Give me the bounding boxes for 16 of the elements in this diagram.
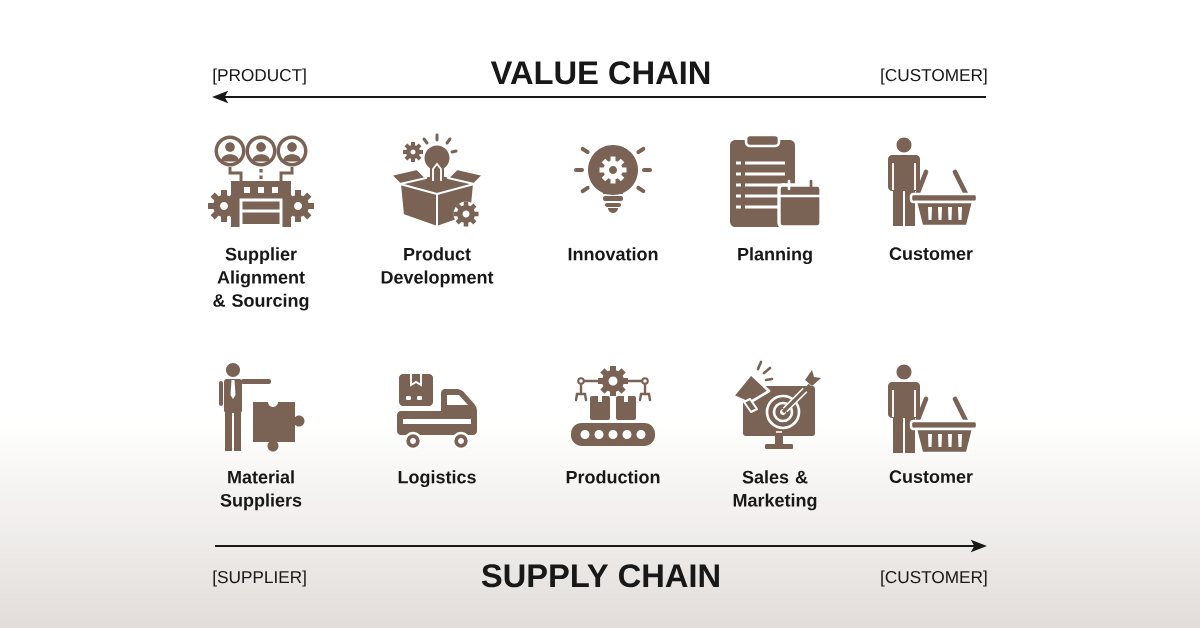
endpoint-label: [SUPPLIER] [213,570,306,587]
icon-caption: Product Development [381,247,494,288]
icon-caption: Sales & Marketing [733,470,817,511]
icon-caption: Planning [738,247,812,265]
chain-heading: VALUE CHAIN [490,61,710,85]
icon-caption: Logistics [398,470,476,488]
icon-caption: Production [566,470,660,484]
endpoint-label: [CUSTOMER] [881,570,987,587]
icon-caption: Customer [889,470,973,483]
icon-caption: Innovation [568,247,658,261]
endpoint-label: [CUSTOMER] [881,68,987,85]
endpoint-label: [PRODUCT] [213,68,306,85]
icon-caption: Supplier Alignment & Sourcing [213,247,309,311]
icon-caption: Material Suppliers [220,470,302,511]
chain-heading: SUPPLY CHAIN [481,564,719,588]
icon-caption: Customer [889,247,973,260]
